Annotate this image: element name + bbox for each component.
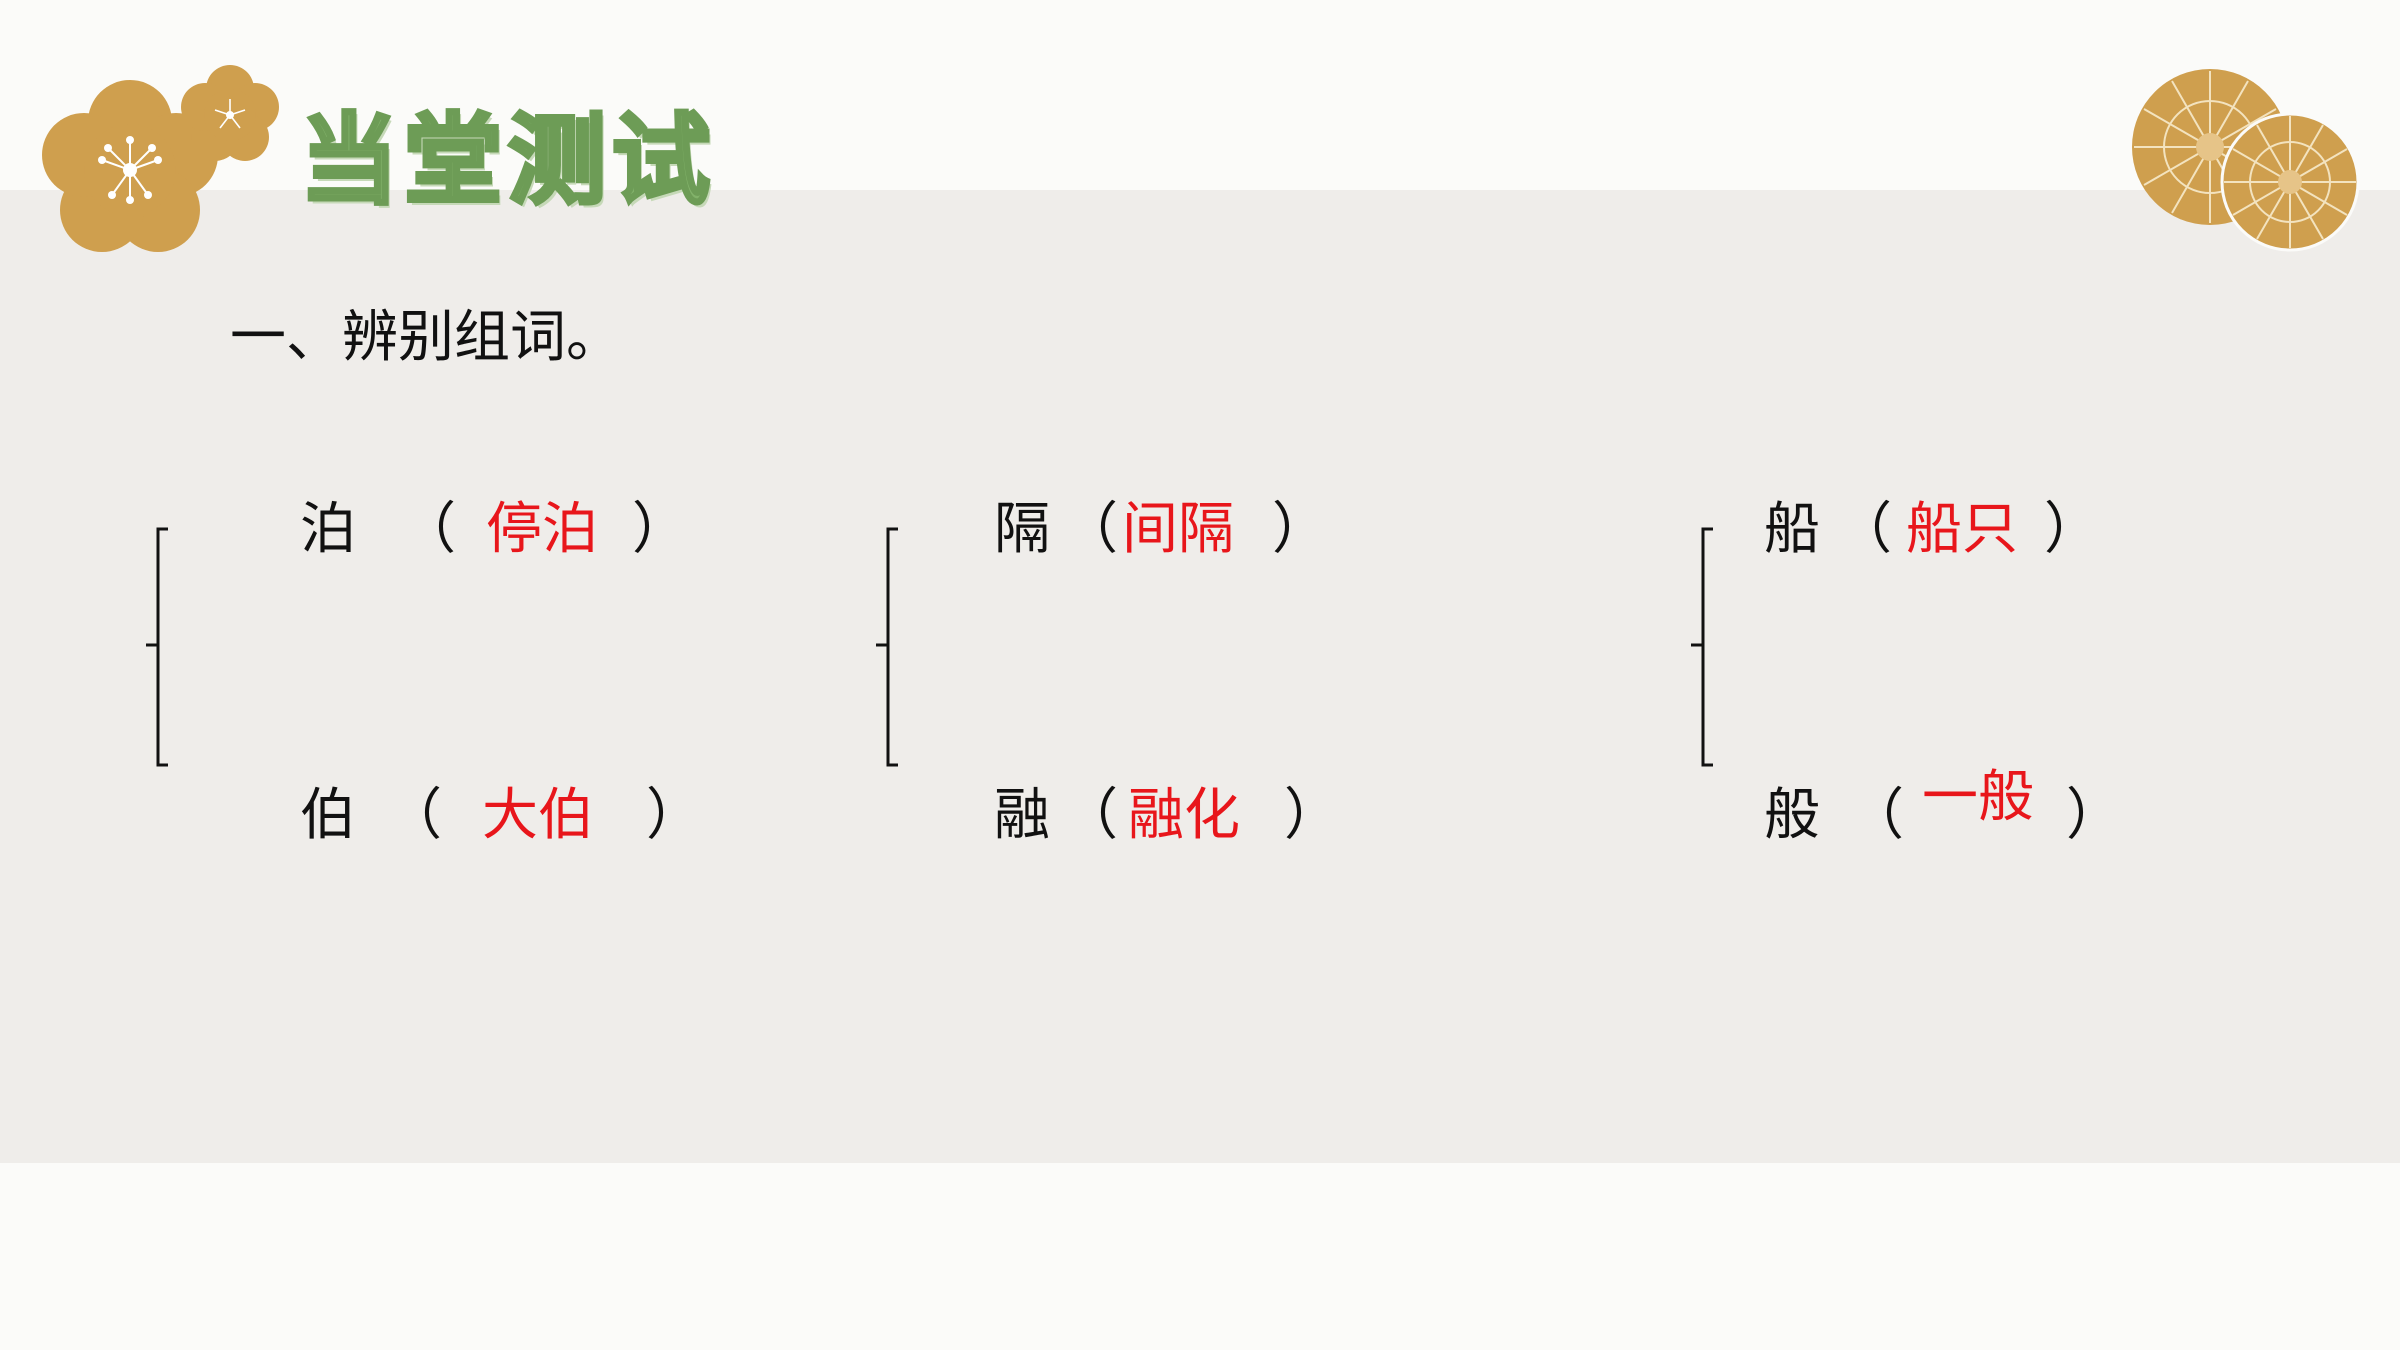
plum-blossom-icon: [42, 65, 279, 252]
target-character: 融: [994, 783, 1050, 848]
open-paren: （: [1062, 783, 1118, 848]
target-character: 伯: [300, 783, 356, 848]
content-panel: [0, 190, 2400, 1163]
answer-word: 停泊: [486, 497, 598, 562]
answer-word: 船只: [1906, 497, 2018, 562]
open-paren: （: [1848, 783, 1904, 848]
close-paren: ）: [646, 783, 702, 848]
close-paren: ）: [1272, 497, 1328, 562]
target-character: 般: [1764, 783, 1820, 848]
target-character: 船: [1764, 497, 1820, 562]
page-title: 当堂测试: [298, 104, 717, 218]
brace-bracket: [876, 527, 898, 767]
close-paren: ）: [632, 497, 688, 562]
brace-bracket: [1691, 527, 1713, 767]
answer-word: 一般: [1922, 765, 2034, 830]
open-paren: （: [1062, 497, 1118, 562]
close-paren: ）: [2044, 497, 2100, 562]
open-paren: （: [400, 497, 456, 562]
chrysanthemum-icon: [2132, 69, 2360, 252]
close-paren: ）: [2066, 783, 2122, 848]
brace-bracket: [146, 527, 168, 767]
answer-word: 间隔: [1122, 497, 1234, 562]
open-paren: （: [386, 783, 442, 848]
section-heading: 一、辨别组词。: [230, 305, 622, 370]
target-character: 泊: [300, 497, 356, 562]
answer-word: 融化: [1128, 783, 1240, 848]
close-paren: ）: [1284, 783, 1340, 848]
target-character: 隔: [994, 497, 1050, 562]
open-paren: （: [1836, 497, 1892, 562]
answer-word: 大伯: [482, 783, 594, 848]
